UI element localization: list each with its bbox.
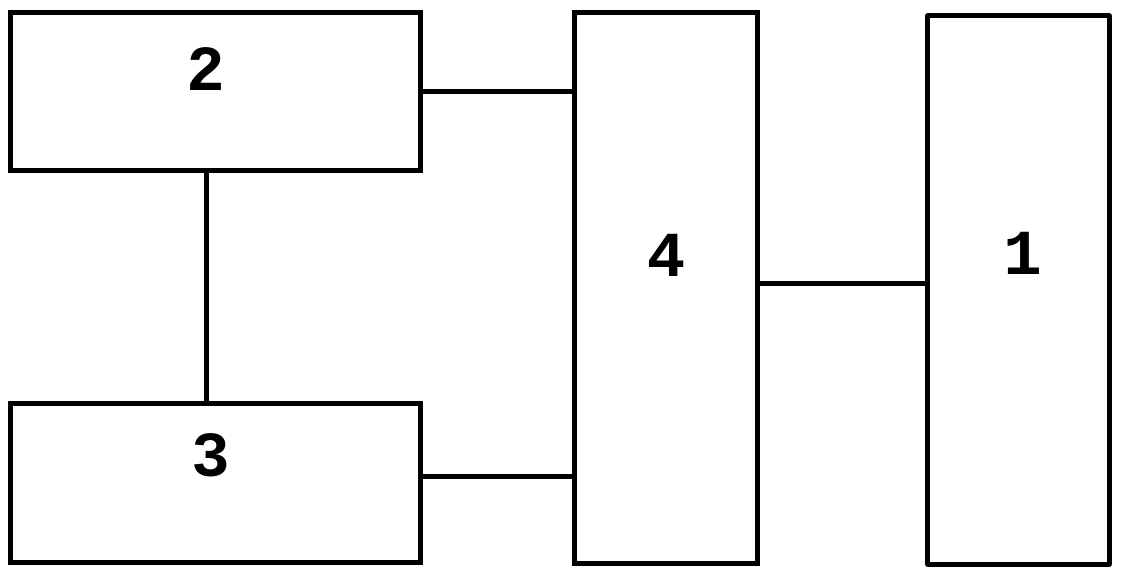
connector-block2-to-block4 [421,89,580,94]
block-1-label: 1 [1003,222,1042,294]
connector-block4-to-block1 [757,281,926,286]
block-3-label: 3 [191,424,230,496]
connector-block3-to-block4 [421,474,580,479]
block-1: 1 [925,13,1112,567]
connector-block2-to-block3 [204,170,209,404]
block-4-label: 4 [646,224,686,296]
block-3: 3 [8,401,423,565]
block-2: 2 [8,10,423,173]
block-4: 4 [572,10,760,566]
block-2-label: 2 [186,37,225,110]
